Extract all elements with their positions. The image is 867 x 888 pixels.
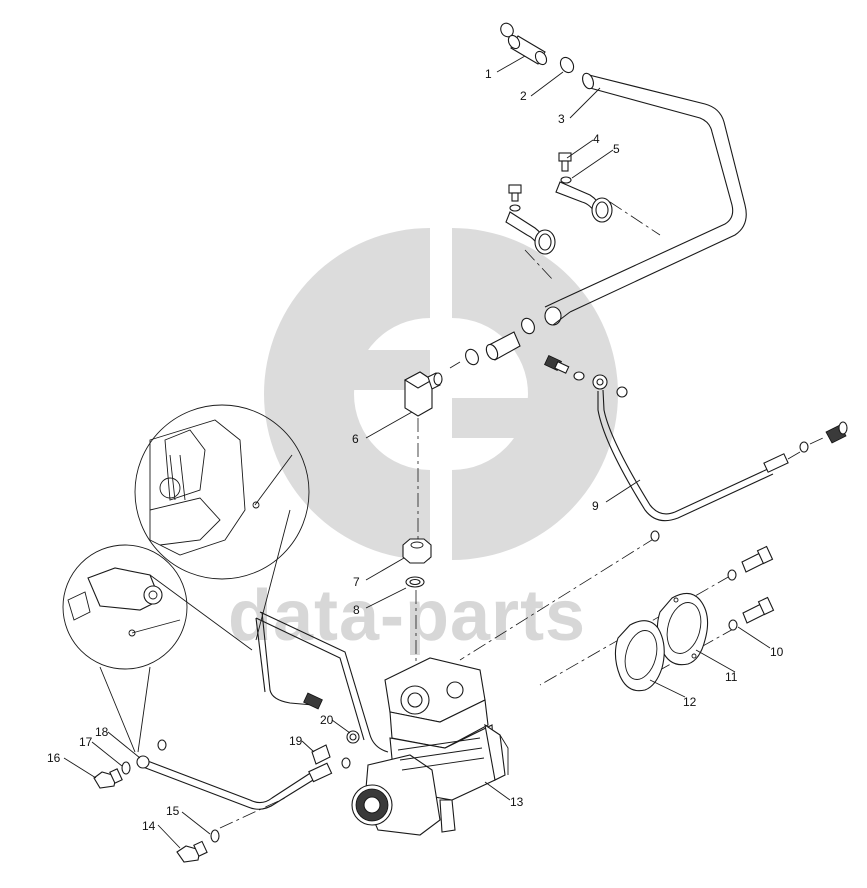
callout-16: 16 — [47, 751, 61, 765]
part-19-fitting — [311, 744, 351, 769]
callout-9: 9 — [592, 499, 599, 513]
callout-4: 4 — [593, 132, 600, 146]
callout-14: 14 — [142, 819, 156, 833]
callout-17: 17 — [79, 735, 93, 749]
callout-18: 18 — [95, 725, 109, 739]
callout-5: 5 — [613, 142, 620, 156]
part-10-bolts — [650, 530, 775, 631]
detail-view-engine-lower — [62, 544, 188, 670]
detail-view-engine-upper — [134, 404, 310, 580]
callout-8: 8 — [353, 603, 360, 617]
callout-2: 2 — [520, 89, 527, 103]
leader-lines — [63, 55, 771, 849]
callout-12: 12 — [683, 695, 697, 709]
part-1-sleeve — [500, 22, 548, 66]
pipe-clamp-brackets — [505, 181, 661, 281]
callout-15: 15 — [166, 804, 180, 818]
part-17-washer — [121, 761, 131, 775]
part-5-washer — [509, 176, 572, 212]
part-14-bolt — [176, 840, 208, 863]
part-3-pipe — [544, 72, 747, 326]
part-9-tube — [544, 354, 848, 522]
part-12-gasket — [614, 620, 665, 692]
part-13-compressor — [351, 657, 509, 836]
part-11-flange — [656, 592, 709, 666]
lower-tube — [136, 739, 333, 829]
part-4-bolt — [508, 152, 572, 202]
callout-11: 11 — [725, 670, 738, 684]
callout-19: 19 — [289, 734, 303, 748]
middle-sleeve-set — [449, 317, 535, 369]
part-15-washer — [210, 829, 220, 843]
callout-1: 1 — [485, 67, 492, 81]
callout-20: 20 — [320, 713, 334, 727]
part-8-washer — [405, 576, 425, 665]
callout-10: 10 — [770, 645, 784, 659]
callout-13: 13 — [510, 795, 524, 809]
watermark-logo — [264, 228, 618, 560]
part-20-fitting — [303, 692, 360, 744]
part-7-nut — [402, 538, 432, 564]
part-2-ring — [559, 56, 575, 74]
watermark-text: data-parts — [228, 576, 586, 656]
callout-6: 6 — [352, 432, 359, 446]
callout-3: 3 — [558, 112, 565, 126]
part-6-elbow — [403, 371, 443, 540]
part-16-bolt — [93, 768, 123, 789]
callout-7: 7 — [353, 575, 360, 589]
